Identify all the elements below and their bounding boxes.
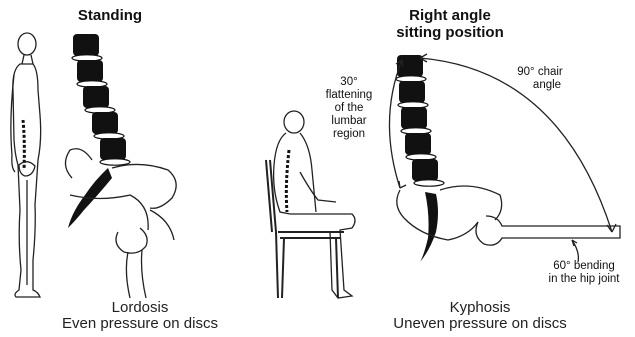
standing-figure xyxy=(11,33,41,297)
hip-bend-label: 60° bending in the hip joint xyxy=(534,260,634,286)
standing-caption: Lordosis Even pressure on discs xyxy=(40,300,240,332)
sitting-caption: Kyphosis Uneven pressure on discs xyxy=(380,300,580,332)
hip-bend-arc xyxy=(572,240,578,262)
chair-angle-line2: angle xyxy=(500,79,580,92)
sitting-title-line1: Right angle xyxy=(370,7,530,24)
standing-caption-line2: Even pressure on discs xyxy=(40,316,240,332)
chair-angle-label: 90° chair angle xyxy=(500,66,580,92)
chair-angle-line1: 90° chair xyxy=(500,66,580,79)
standing-caption-line1: Lordosis xyxy=(40,300,240,316)
sitting-caption-line1: Kyphosis xyxy=(380,300,580,316)
flattening-degrees: 30° xyxy=(308,76,390,89)
standing-title: Standing xyxy=(50,7,170,24)
sitting-caption-line2: Uneven pressure on discs xyxy=(380,316,580,332)
flattening-line3: lumbar xyxy=(308,115,390,128)
flattening-line1: flattening xyxy=(308,89,390,102)
flattening-line4: region xyxy=(308,128,390,141)
sitting-title-line2: sitting position xyxy=(370,24,530,41)
sitting-title: Right angle sitting position xyxy=(370,7,530,41)
standing-pelvis xyxy=(65,149,176,298)
flattening-label: 30° flattening of the lumbar region xyxy=(308,76,390,141)
hip-bend-line2: in the hip joint xyxy=(534,273,634,286)
hip-bend-line1: 60° bending xyxy=(534,260,634,273)
flattening-line2: of the xyxy=(308,102,390,115)
